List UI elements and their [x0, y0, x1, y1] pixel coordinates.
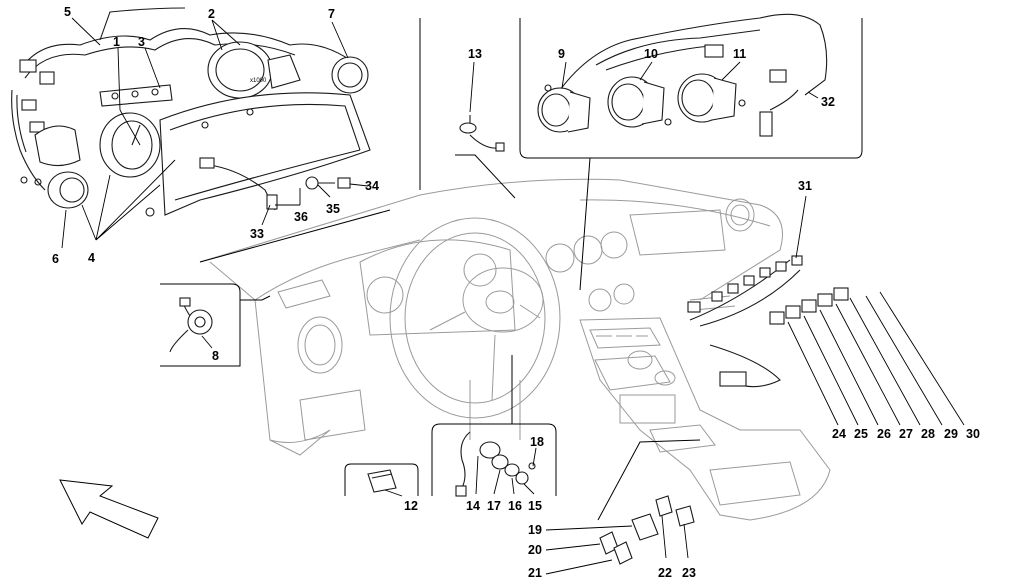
callout-31: 31 — [798, 179, 812, 193]
callout-19: 19 — [528, 523, 542, 537]
callout-frames — [160, 18, 863, 521]
callout-17: 17 — [487, 499, 501, 513]
callout-15: 15 — [528, 499, 542, 513]
callout-20: 20 — [528, 543, 542, 557]
callout-27: 27 — [899, 427, 913, 441]
dashboard-outline — [199, 178, 831, 521]
callout-7: 7 — [328, 7, 335, 21]
callout-9: 9 — [558, 47, 565, 61]
callout-16: 16 — [508, 499, 522, 513]
callout-12: 12 — [404, 499, 418, 513]
part-13-sensor — [455, 115, 516, 199]
callout-11: 11 — [733, 47, 746, 61]
callout-6: 6 — [52, 252, 59, 266]
callout-35: 35 — [326, 202, 340, 216]
callout-25: 25 — [854, 427, 868, 441]
callout-3: 3 — [138, 35, 145, 49]
callout-26: 26 — [877, 427, 891, 441]
connector-row-group — [687, 255, 849, 388]
callout-1: 1 — [113, 35, 120, 49]
leader-lines — [61, 17, 965, 575]
callout-14: 14 — [466, 499, 480, 513]
auxiliary-gauges-group — [537, 13, 828, 137]
callout-28: 28 — [921, 427, 935, 441]
callout-21: 21 — [528, 566, 542, 579]
callout-34: 34 — [365, 179, 379, 193]
callout-29: 29 — [944, 427, 958, 441]
callout-36: 36 — [294, 210, 308, 224]
dial-label: x1000 — [250, 78, 267, 84]
instrument-cluster-group: x1000 — [11, 7, 371, 217]
callout-2: 2 — [208, 7, 215, 21]
callout-8: 8 — [212, 349, 219, 363]
callout-5: 5 — [64, 5, 71, 19]
part-12-switch — [367, 469, 397, 493]
callout-33: 33 — [250, 227, 264, 241]
arrow-icon — [59, 479, 159, 539]
callout-10: 10 — [644, 47, 658, 61]
callout-18: 18 — [530, 435, 544, 449]
console-switches-group — [599, 495, 695, 565]
callout-13: 13 — [468, 47, 482, 61]
callout-24: 24 — [832, 427, 846, 441]
part-8-sensor — [169, 297, 213, 353]
callout-23: 23 — [682, 566, 696, 579]
callout-22: 22 — [658, 566, 672, 579]
callout-4: 4 — [88, 251, 95, 265]
ignition-switch-group — [455, 355, 536, 497]
callout-32: 32 — [821, 95, 835, 109]
direction-arrow — [59, 479, 159, 539]
callout-30: 30 — [966, 427, 980, 441]
